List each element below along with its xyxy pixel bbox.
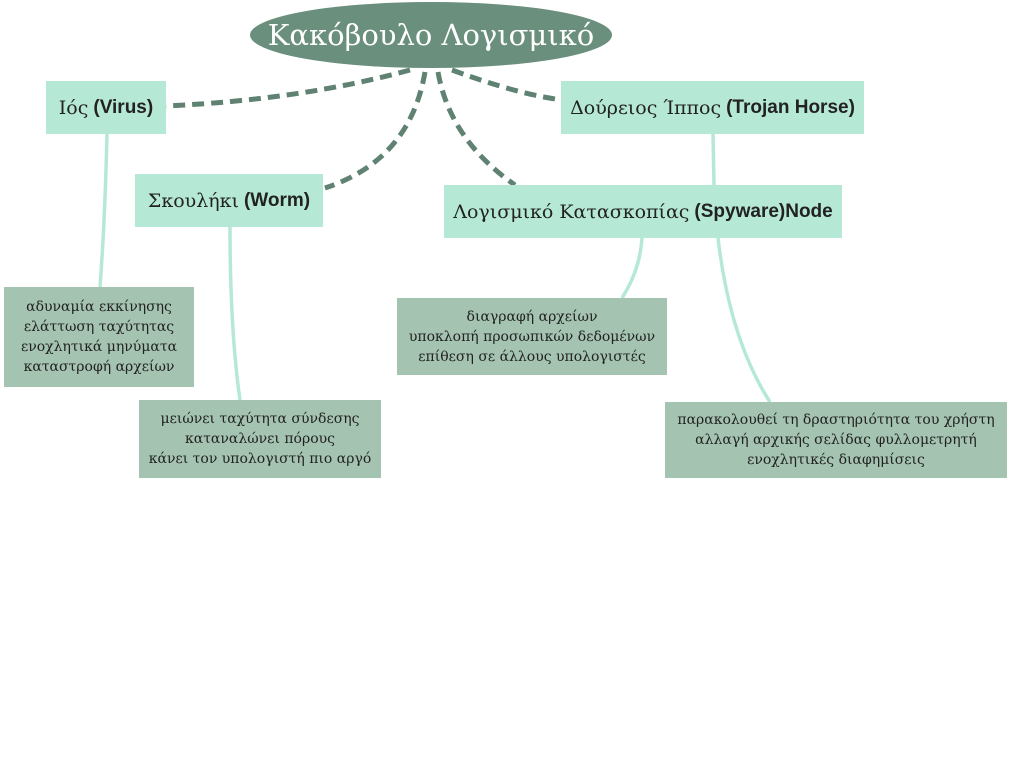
note-line: ελάττωση ταχύτητας	[23, 319, 175, 335]
note-virus[interactable]: αδυναμία εκκίνησης ελάττωση ταχύτητας εν…	[4, 287, 194, 387]
node-virus-greek: Ιός	[58, 96, 89, 119]
link-root-worm	[324, 71, 428, 191]
note-line: αλλαγή αρχικής σελίδας φυλλομετρητή	[695, 432, 977, 448]
note-line: ενοχλητικά μηνύματα	[20, 339, 178, 355]
node-spyware-greek: Λογισμικό Κατασκοπίας	[453, 200, 690, 223]
note-line: παρακολουθεί τη δραστηριότητα του χρήστη	[677, 412, 995, 428]
note-spyware[interactable]: διαγραφή αρχείων υποκλοπή προσωπικών δεδ…	[397, 298, 667, 375]
node-trojan[interactable]: Δούρειος Ίππος (Trojan Horse)	[561, 81, 864, 134]
root-node[interactable]: Κακόβουλο Λογισμικό	[250, 2, 612, 68]
node-spyware-english: (Spyware)Node	[694, 200, 833, 222]
link-spyware-trojan-note	[716, 237, 772, 403]
link-root-spyware	[435, 71, 517, 188]
node-trojan-english: (Trojan Horse)	[726, 96, 855, 118]
link-virus-note	[98, 132, 109, 288]
node-spyware[interactable]: Λογισμικό Κατασκοπίας (Spyware)Node	[444, 185, 842, 238]
node-virus[interactable]: Ιός (Virus)	[46, 81, 166, 134]
node-trojan-greek: Δούρειος Ίππος	[570, 96, 722, 119]
note-line: υποκλοπή προσωπικών δεδομένων	[408, 328, 656, 345]
node-worm[interactable]: Σκουλήκι (Worm)	[135, 174, 323, 227]
note-line: καταναλώνει πόρους	[184, 431, 335, 447]
note-line: μειώνει ταχύτητα σύνδεσης	[160, 411, 360, 427]
note-line: καταστροφή αρχείων	[23, 359, 175, 375]
node-worm-greek: Σκουλήκι	[147, 189, 239, 212]
note-line: αδυναμία εκκίνησης	[26, 299, 172, 315]
note-worm[interactable]: μειώνει ταχύτητα σύνδεσης καταναλώνει πό…	[139, 400, 381, 478]
root-title: Κακόβουλο Λογισμικό	[267, 18, 595, 52]
note-trojan[interactable]: παρακολουθεί τη δραστηριότητα του χρήστη…	[665, 402, 1007, 478]
node-virus-english: (Virus)	[93, 96, 154, 118]
node-worm-english: (Worm)	[243, 189, 311, 211]
link-spyware-note	[620, 237, 644, 299]
link-root-virus	[164, 67, 411, 109]
note-line: διαγραφή αρχείων	[466, 308, 598, 325]
note-line: ενοχλητικές διαφημίσεις	[747, 452, 925, 468]
link-worm-note	[228, 226, 242, 401]
link-trojan-spyware	[711, 133, 716, 186]
link-root-trojan	[451, 67, 564, 103]
note-line: κάνει τον υπολογιστή πιο αργό	[148, 451, 372, 467]
note-line: επίθεση σε άλλους υπολογιστές	[418, 348, 646, 365]
